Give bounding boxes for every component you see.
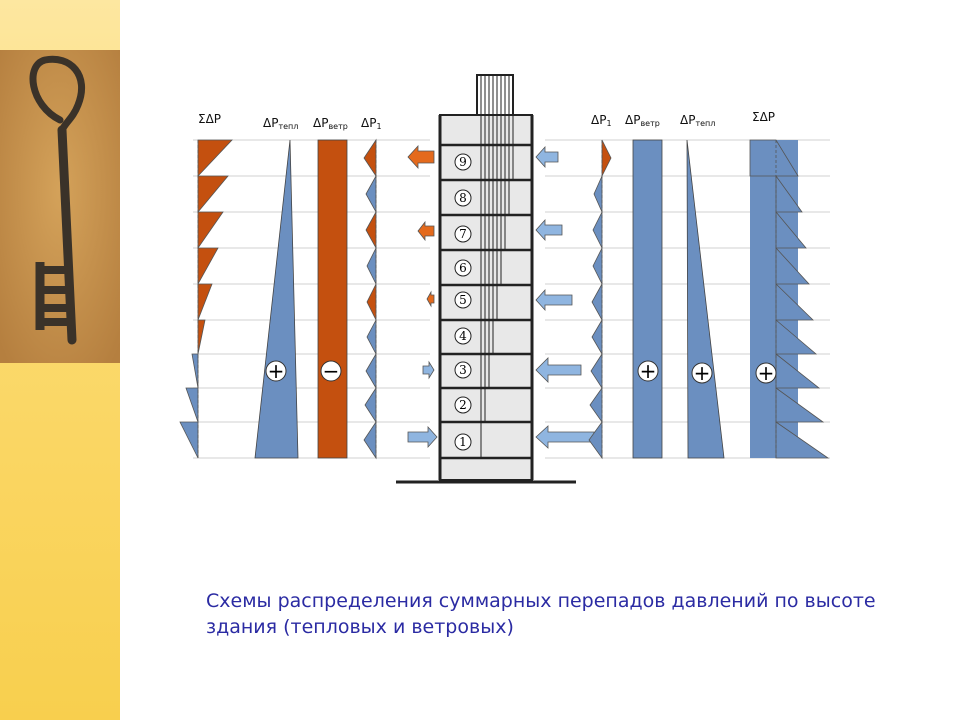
- plus-sign: [755, 362, 777, 384]
- arrow-out-left: [407, 144, 435, 170]
- floor-number: 9: [459, 155, 467, 169]
- label-tepl-left: ΔPтепл: [263, 116, 298, 131]
- arrow-in-right: [535, 357, 582, 383]
- right-thermal-triangle: [686, 139, 725, 459]
- plus-label: +: [694, 361, 711, 385]
- plus-label: +: [758, 361, 775, 385]
- arrow-in-left: [407, 425, 438, 449]
- right-wind-rect: [632, 139, 663, 459]
- plus-label: +: [640, 359, 657, 383]
- label-p1-right: ΔP1: [591, 113, 612, 128]
- arrow-out-left: [417, 220, 435, 242]
- label-vetr-right: ΔPветр: [625, 113, 660, 128]
- arrow-in-right: [535, 288, 573, 312]
- arrow-out-left: [426, 290, 435, 308]
- label-vetr-left: ΔPветр: [313, 116, 348, 131]
- label-sum-right: ΣΔP: [752, 110, 775, 124]
- label-tepl-right: ΔPтепл: [680, 113, 715, 128]
- floor-number: 6: [459, 261, 467, 275]
- plus-sign: [691, 362, 713, 384]
- floor-number: 1: [459, 435, 467, 449]
- floor-number: 3: [459, 363, 467, 377]
- minus-sign: [320, 360, 342, 382]
- right-p1-sawtooth: [588, 139, 612, 460]
- caption-line-2: здания (тепловых и ветровых): [206, 616, 514, 638]
- caption-line-1: Схемы распределения суммарных перепадов …: [206, 590, 876, 612]
- plus-sign: [637, 360, 659, 382]
- right-arrows: [535, 145, 595, 449]
- floor-number: 5: [459, 293, 467, 307]
- left-p1-sawtooth: [363, 138, 377, 460]
- plus-label: +: [268, 359, 285, 383]
- floor-number: 2: [459, 398, 467, 412]
- label-p1-left: ΔP1: [361, 116, 382, 131]
- arrow-in-right: [535, 218, 563, 242]
- arrow-in-right: [535, 425, 595, 449]
- arrow-in-right: [535, 145, 559, 169]
- right-sum-sawtooth: [749, 139, 830, 459]
- key-photo: [0, 50, 120, 363]
- building: [396, 74, 576, 484]
- arrow-in-left: [422, 360, 435, 380]
- left-thermal-triangle: [254, 139, 299, 459]
- floor-number: 4: [459, 329, 467, 343]
- label-sum-left: ΣΔP: [198, 112, 221, 126]
- floor-markers: 9 8 7 6 5 4 3 2 1: [454, 153, 472, 451]
- key-icon: [29, 55, 86, 345]
- plus-sign: [265, 360, 287, 382]
- left-wind-rect: [317, 139, 348, 459]
- minus-label: −: [323, 359, 340, 383]
- left-arrows: [407, 144, 438, 449]
- floor-number: 8: [459, 191, 467, 205]
- left-sum-sawtooth: [179, 139, 233, 459]
- caption: Схемы распределения суммарных перепадов …: [206, 588, 926, 640]
- floor-number: 7: [459, 227, 467, 241]
